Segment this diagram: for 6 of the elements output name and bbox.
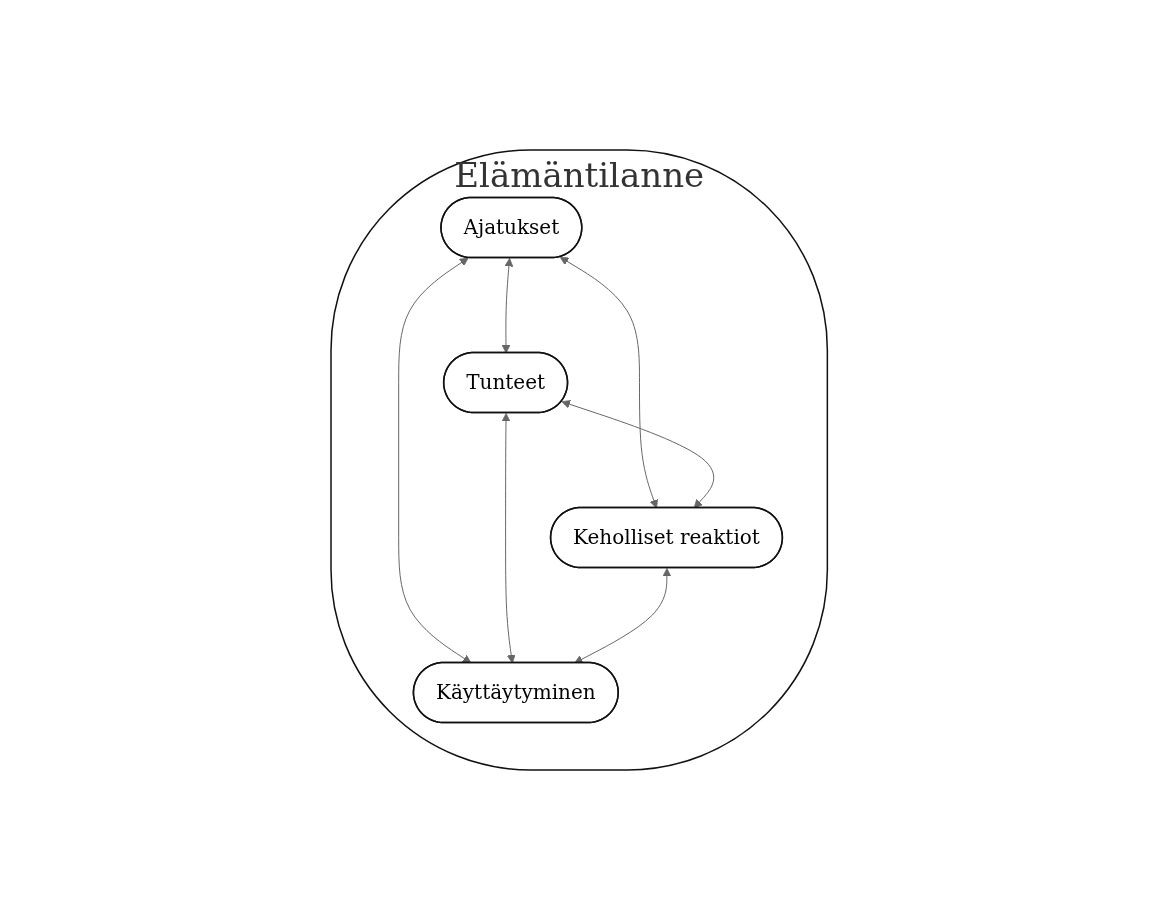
arrow [574,567,672,663]
arrow [398,257,472,663]
arrow [561,399,715,508]
arrow [501,412,516,663]
arrow [501,257,514,353]
arrow [560,256,659,508]
